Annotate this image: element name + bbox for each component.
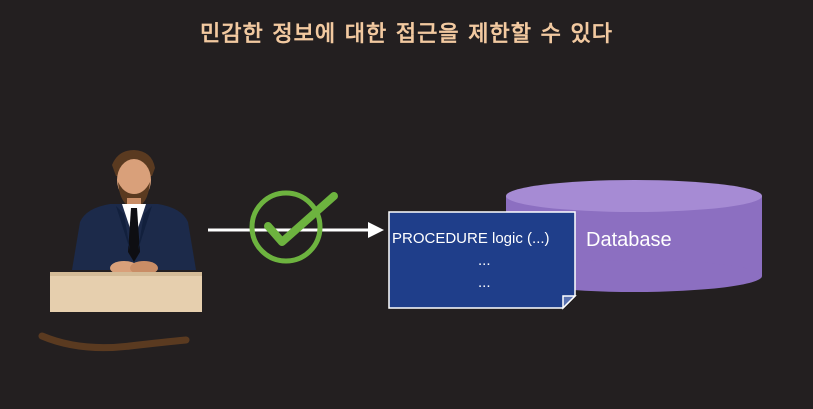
businessman-icon: [38, 150, 202, 352]
database-label: Database: [586, 229, 672, 251]
page-title: 민감한 정보에 대한 접근을 제한할 수 있다: [199, 22, 614, 47]
check-icon: [249, 190, 338, 264]
document-icon: [388, 211, 577, 310]
document-text: PROCEDURE logic (...) ... ...: [392, 228, 572, 294]
document-line: ...: [478, 252, 491, 269]
document-line: ...: [478, 274, 491, 291]
document-line: PROCEDURE logic (...): [392, 230, 550, 247]
